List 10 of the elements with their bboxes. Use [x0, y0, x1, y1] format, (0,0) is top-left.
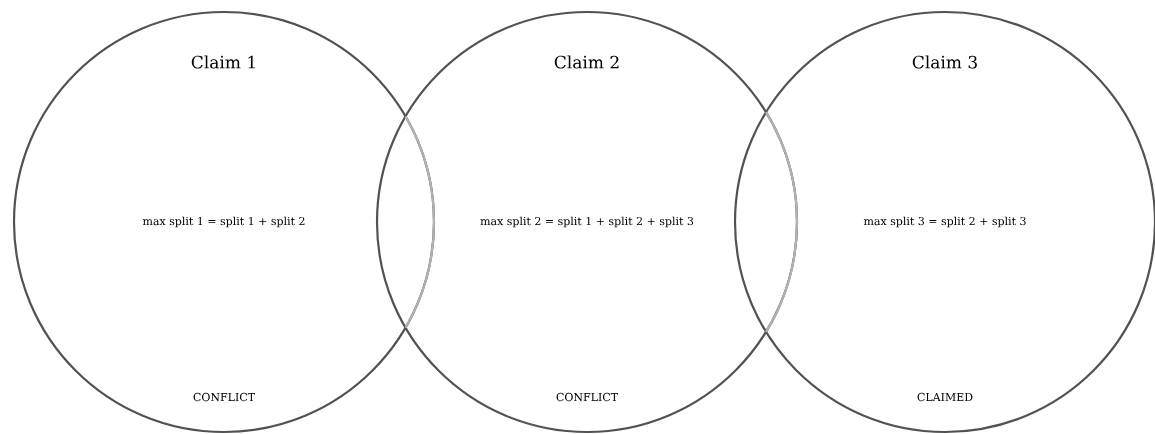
circle	[12, 10, 436, 434]
formula-text: max split 3 = split 2 + split 3	[863, 216, 1026, 228]
claim-title: Claim 1	[191, 55, 255, 69]
formula-text: max split 2 = split 1 + split 2 + split 3	[480, 216, 694, 228]
claim-title: Claim 3	[912, 55, 977, 69]
status-text: CONFLICT	[556, 392, 618, 402]
formula-text: max split 1 = split 1 + split 2	[142, 216, 305, 228]
status-text: CLAIMED	[917, 392, 973, 402]
claim-title: Claim 2	[554, 55, 619, 69]
status-text: CONFLICT	[193, 392, 255, 402]
